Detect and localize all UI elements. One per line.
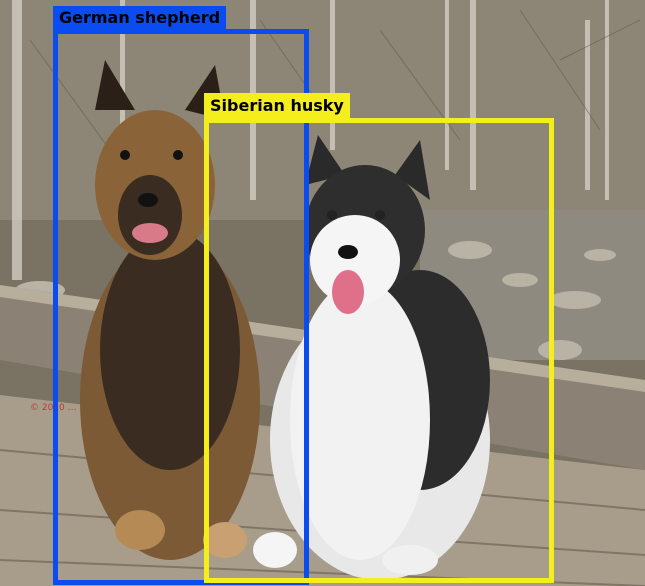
bounding-box-german-shepherd: [53, 29, 309, 585]
label-german-shepherd: German shepherd: [53, 6, 227, 30]
bounding-box-siberian-husky: [204, 118, 554, 583]
branches: [29, 9, 641, 151]
siberian-husky-dog: [253, 135, 490, 580]
label-siberian-husky: Siberian husky: [204, 93, 350, 118]
